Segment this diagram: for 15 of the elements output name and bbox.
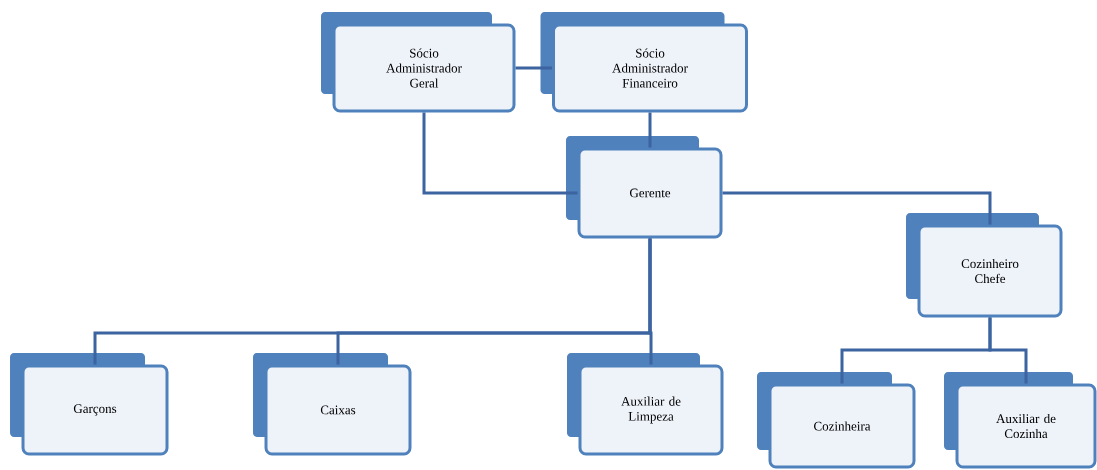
org-box: Cozinheira [757, 372, 916, 469]
connector-line [648, 238, 653, 365]
org-box: Auxiliar de Cozinha [944, 372, 1097, 469]
org-box: Auxiliar de Limpeza [567, 353, 724, 456]
org-box: Sócio Administrador Financeiro [540, 12, 748, 113]
org-box: Caixas [253, 353, 412, 456]
connector-line [648, 112, 652, 148]
org-box: Sócio Administrador Geral [321, 12, 516, 113]
org-box: Cozinheiro Chefe [906, 213, 1063, 318]
connector-line [422, 112, 578, 195]
org-box: Garçons [10, 353, 169, 456]
connector-line [722, 191, 992, 225]
org-box: Gerente [566, 136, 723, 239]
connector-line [515, 66, 552, 70]
connector-line [988, 317, 1028, 384]
